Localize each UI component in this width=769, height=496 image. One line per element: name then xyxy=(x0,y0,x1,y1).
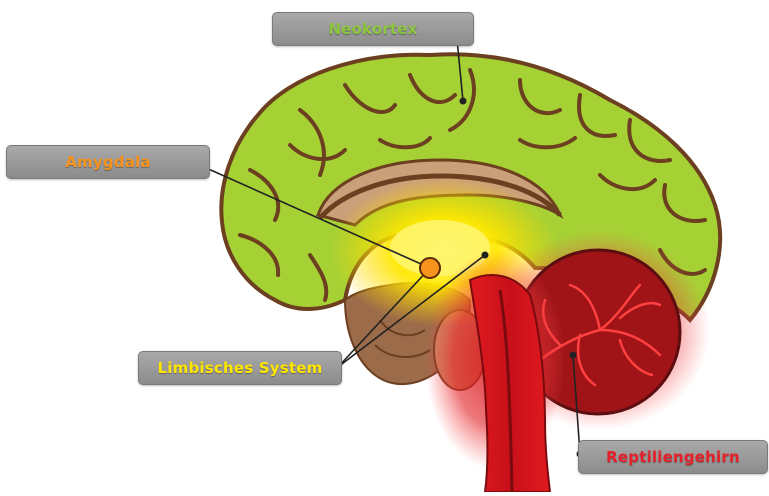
label-reptiliengehirn: Reptiliengehirn xyxy=(578,440,768,474)
neokortex-label: Neokortex xyxy=(328,20,417,38)
label-neokortex: Neokortex xyxy=(272,12,474,46)
limbisches-system-label: Limbisches System xyxy=(158,359,323,377)
amygdala-marker xyxy=(420,258,440,278)
amygdala-label: Amygdala xyxy=(65,153,150,171)
reptiliengehirn-label: Reptiliengehirn xyxy=(606,448,740,466)
label-limbisches-system: Limbisches System xyxy=(138,351,342,385)
label-amygdala: Amygdala xyxy=(6,145,210,179)
